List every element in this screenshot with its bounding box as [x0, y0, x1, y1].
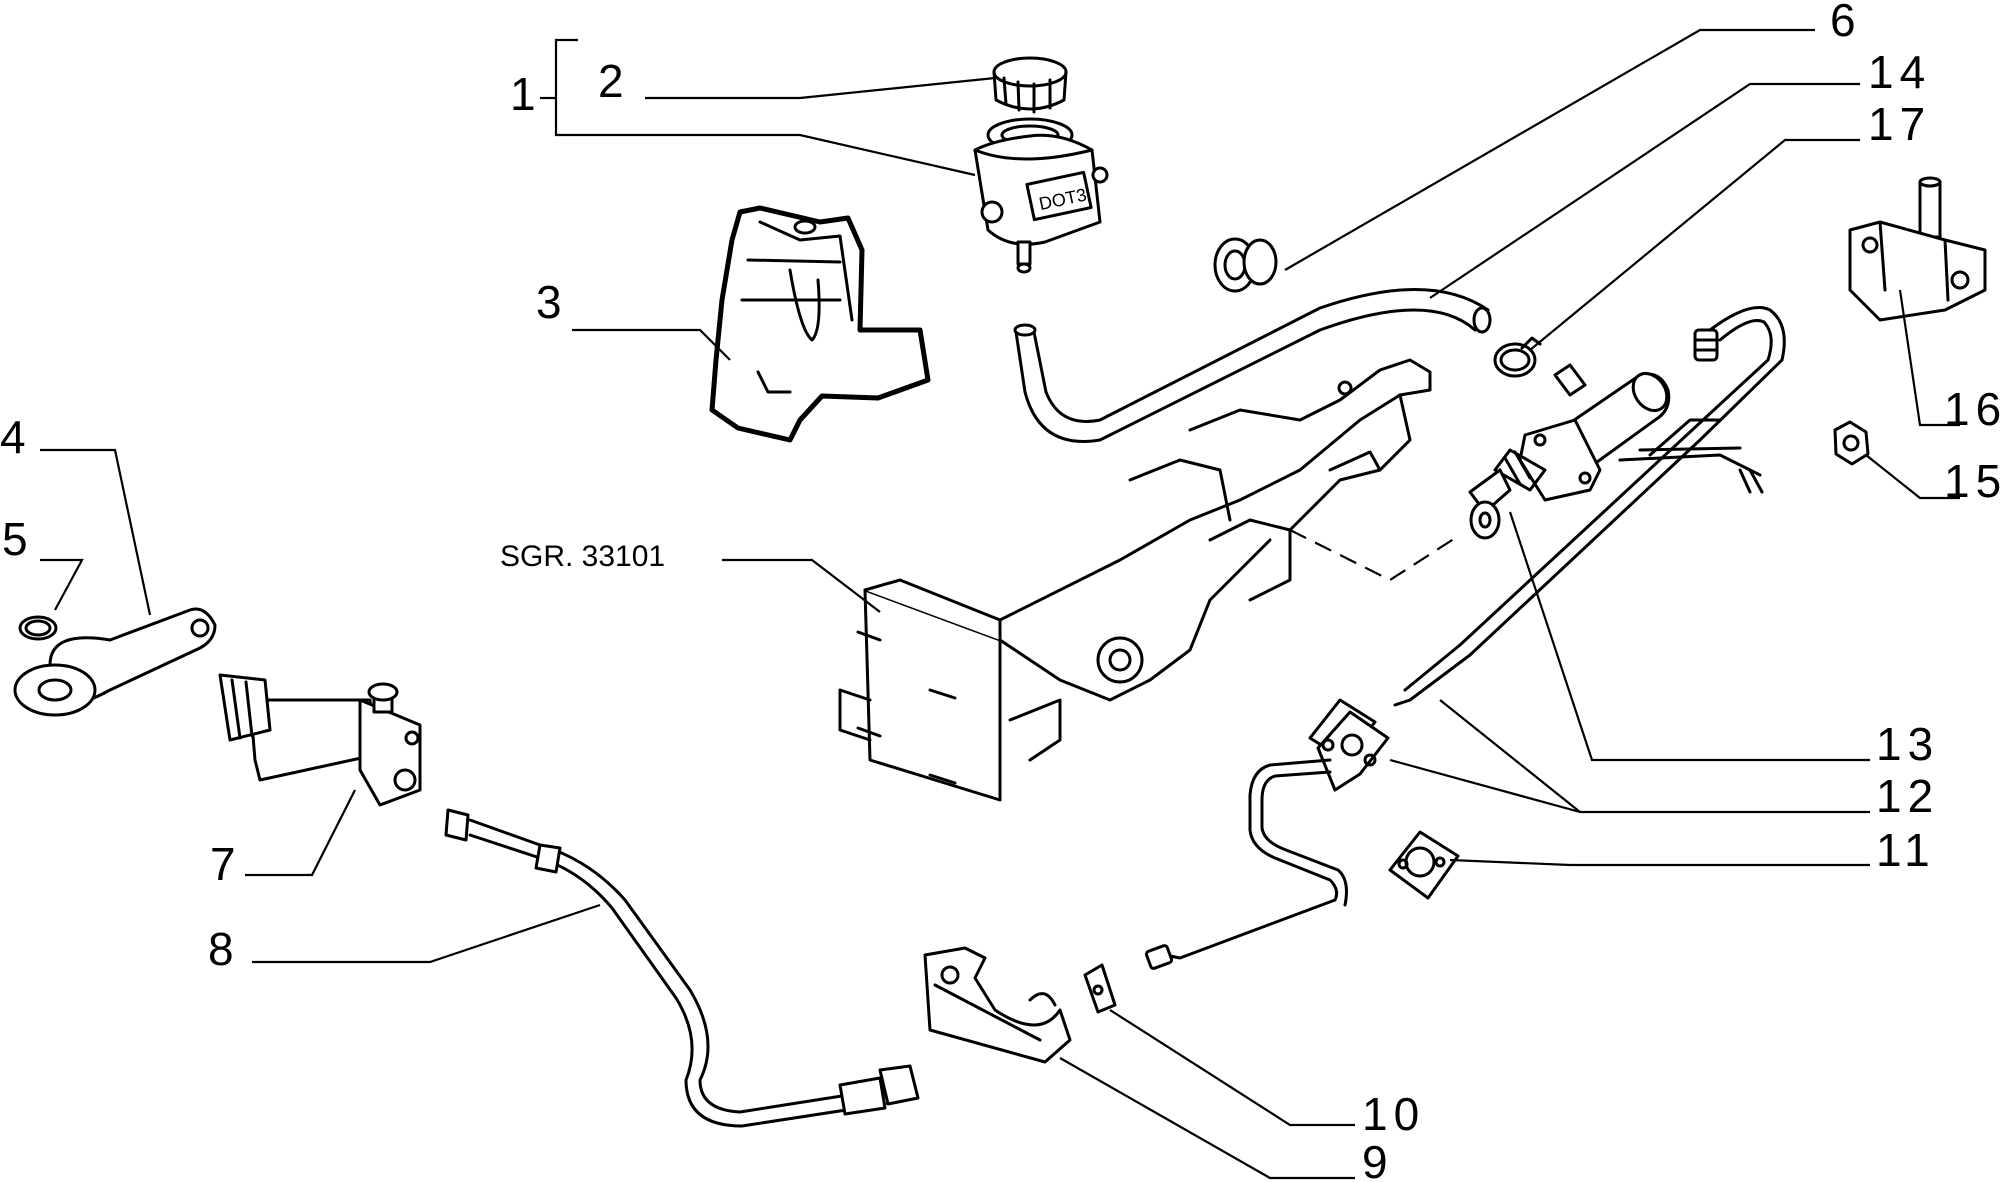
grommet: [1213, 237, 1278, 293]
feed-hose: [1013, 288, 1492, 443]
callout-8: 8: [208, 923, 240, 975]
retaining-clip: [1083, 963, 1117, 1014]
leader-lines: [40, 28, 1960, 1180]
callout-13: 13: [1876, 718, 1939, 770]
circlip: [18, 615, 58, 641]
lower-pipe: [1144, 758, 1348, 970]
assembly-reference: SGR. 33101: [500, 540, 665, 573]
pipe-fitting: [1693, 328, 1719, 362]
callout-6: 6: [1830, 0, 1862, 46]
callout-17: 17: [1868, 98, 1931, 150]
assembly-connector: [1289, 529, 1461, 582]
hose-clamp: [1493, 336, 1542, 378]
fluid-reservoir: DOT3: [973, 117, 1109, 274]
slave-cylinder: [218, 673, 422, 807]
heat-shield: [709, 205, 931, 443]
callout-7: 7: [210, 838, 242, 890]
callout-10: 10: [1362, 1088, 1425, 1140]
release-lever: [13, 607, 217, 717]
callout-5: 5: [2, 513, 34, 565]
hex-nut: [1833, 420, 1870, 466]
reservoir-cap: [992, 56, 1068, 114]
callout-3: 3: [536, 276, 568, 328]
callout-4: 4: [0, 411, 32, 463]
callout-16: 16: [1944, 383, 2003, 435]
callout-2: 2: [598, 55, 630, 107]
pipe-flange: [1308, 698, 1390, 792]
mounting-bracket: [923, 946, 1072, 1064]
flexible-hose: [444, 808, 920, 1128]
callout-15: 15: [1944, 455, 2003, 507]
pipe-connector: [1848, 176, 1987, 322]
callout-14: 14: [1868, 46, 1931, 98]
pedal-support-bracket: [838, 358, 1432, 802]
pipe-support-tag: [1618, 418, 1764, 494]
clutch-master-cylinder: [1468, 363, 1671, 540]
callout-9: 9: [1362, 1136, 1394, 1182]
callout-11: 11: [1876, 824, 1936, 876]
callout-12: 12: [1876, 770, 1939, 822]
rigid-pipe: [1393, 306, 1786, 707]
callout-1: 1: [510, 68, 542, 120]
flange-gasket: [1388, 830, 1460, 900]
